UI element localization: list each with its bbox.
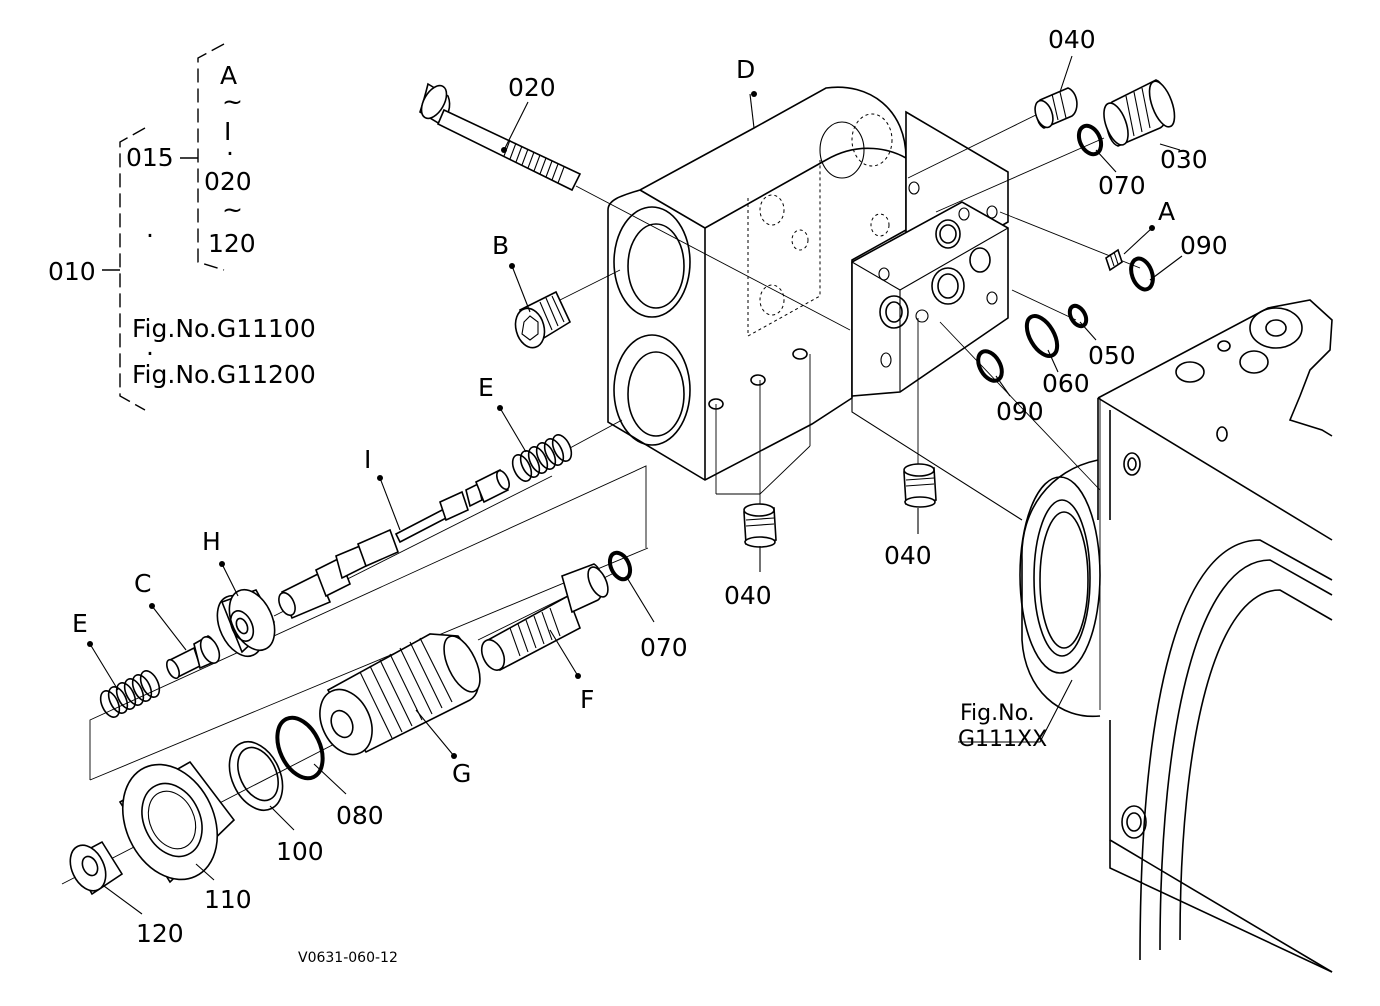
legend-sub-assembly: 015 xyxy=(126,143,174,172)
part-040-plug-mid xyxy=(903,463,937,508)
part-100-backup-ring xyxy=(228,741,284,811)
callout-E-lower: E xyxy=(72,609,88,638)
legend-tilde-1: ~ xyxy=(222,87,243,116)
callout-110: 110 xyxy=(204,885,252,914)
legend-tilde-2: ~ xyxy=(222,195,243,224)
legend-dot-2: · xyxy=(146,221,154,250)
callout-050: 050 xyxy=(1088,341,1136,370)
part-020-bolt xyxy=(419,82,582,192)
legend-range-start: A xyxy=(220,61,237,90)
callout-H: H xyxy=(202,527,221,556)
callout-labels: 020 D 040 030 070 A 090 B 050 060 090 E … xyxy=(72,25,1228,966)
part-040-plug-left xyxy=(743,503,777,548)
callout-040-top: 040 xyxy=(1048,25,1096,54)
callout-120: 120 xyxy=(136,919,184,948)
legend-range-end: 120 xyxy=(208,229,256,258)
housing-ref-line1: Fig.No. xyxy=(960,701,1035,726)
callout-060: 060 xyxy=(1042,369,1090,398)
part-A-plug xyxy=(1105,248,1123,272)
legend-fig-ref-1: Fig.No.G11100 xyxy=(132,314,316,343)
callout-040-left: 040 xyxy=(724,581,772,610)
part-H-retainer xyxy=(216,588,276,658)
callout-C: C xyxy=(134,569,151,598)
callout-D: D xyxy=(736,55,755,84)
legend-dot-1: · xyxy=(226,139,234,168)
callout-070-top: 070 xyxy=(1098,171,1146,200)
leader-lines xyxy=(87,55,1183,915)
part-C-seat xyxy=(166,635,221,680)
part-090-oring-mid xyxy=(976,349,1004,383)
diagram-code: V0631-060-12 xyxy=(298,950,398,966)
legend-main-assembly: 010 xyxy=(48,257,96,286)
part-E-spring-lower xyxy=(99,670,161,718)
part-G-cap xyxy=(319,633,481,756)
callout-G: G xyxy=(452,759,471,788)
part-050-oring xyxy=(1067,303,1089,329)
part-F-poppet xyxy=(480,563,609,672)
callout-100: 100 xyxy=(276,837,324,866)
callout-E-upper: E xyxy=(478,373,494,402)
callout-F: F xyxy=(580,685,594,714)
part-040-plug-top xyxy=(1034,87,1078,129)
callout-090-right: 090 xyxy=(1180,231,1228,260)
part-070-oring-mid xyxy=(607,550,633,582)
part-I-spool xyxy=(278,468,510,620)
part-120-nut xyxy=(69,840,124,896)
callout-020: 020 xyxy=(508,73,556,102)
part-080-oring xyxy=(275,715,325,781)
connector-plate xyxy=(851,110,1023,521)
legend-range-start-end: I xyxy=(224,117,231,146)
callout-040-mid: 040 xyxy=(884,541,932,570)
legend-range-mid: 020 xyxy=(204,167,252,196)
legend-fig-ref-2: Fig.No.G11200 xyxy=(132,360,316,389)
housing-ref-line2: G111XX xyxy=(958,727,1047,752)
callout-B: B xyxy=(492,231,509,260)
part-E-spring-upper xyxy=(511,434,573,482)
callout-090-mid: 090 xyxy=(996,397,1044,426)
part-090-oring-right xyxy=(1129,256,1155,292)
callout-070-mid: 070 xyxy=(640,633,688,662)
callout-I: I xyxy=(364,445,371,474)
valve-body-D xyxy=(607,86,907,481)
part-070-oring-top xyxy=(1076,123,1104,157)
part-110-locknut xyxy=(118,760,236,884)
assembly-legend: A ~ I · 015 020 ~ 120 · 010 Fig.No.G1110… xyxy=(48,43,316,411)
callout-A: A xyxy=(1158,197,1175,226)
pump-housing xyxy=(1019,299,1333,973)
part-B-plug xyxy=(514,290,572,349)
legend-dot-3: · xyxy=(146,339,154,368)
callout-030: 030 xyxy=(1160,145,1208,174)
part-030-plug xyxy=(1103,79,1176,147)
callout-080: 080 xyxy=(336,801,384,830)
part-060-oring xyxy=(1024,314,1060,358)
